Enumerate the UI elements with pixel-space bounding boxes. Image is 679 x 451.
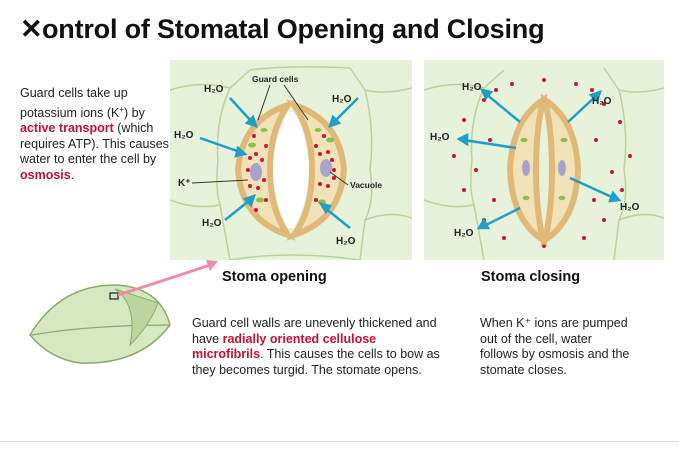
chloroplasts-opening: [248, 128, 334, 205]
chloroplasts-closing: [520, 137, 568, 201]
vacuole-right-closed: [558, 160, 566, 176]
leaf-fold: [114, 288, 159, 347]
pink-pointer-arrow: [117, 263, 211, 297]
vacuole-left: [250, 163, 262, 181]
guard-cells-pointer-right: [283, 84, 309, 121]
pink-arrow-head: [206, 260, 218, 271]
opening-para-highlight: radially oriented cellulose microfibrils: [192, 331, 377, 362]
guard-cells-label: Guard cells: [252, 74, 299, 84]
stomatal-pore: [273, 112, 309, 228]
leaf-midrib: [31, 324, 171, 336]
stoma-closing-diagram: H₂O H₂O H₂O H₂O H₂O: [424, 60, 664, 260]
potassium-label: K⁺: [178, 178, 191, 189]
opening-description: Guard cell walls are unevenly thickened …: [192, 316, 442, 378]
close-icon: ✕: [20, 14, 43, 44]
bottom-divider: [0, 441, 679, 442]
left-description: Guard cells take up potassium ions (K+) …: [20, 86, 170, 183]
closing-panel-background: [424, 60, 664, 260]
epidermal-cell-outlines: [170, 66, 412, 260]
potassium-pointer: [191, 179, 249, 184]
stoma-opening-caption: Stoma opening: [222, 269, 327, 285]
opening-para-part1: Guard cell walls are unevenly thickened …: [192, 316, 437, 346]
water-label-3: H₂O: [174, 130, 194, 141]
left-text-highlight-osmosis: osmosis: [20, 167, 71, 182]
water-label-5: H₂O: [336, 236, 356, 247]
closing-water-label-3: H₂O: [430, 132, 450, 143]
title-text: ontrol of Stomatal Opening and Closing: [42, 14, 545, 44]
vacuole-left-closed: [522, 160, 530, 176]
left-text-part2: ) by: [124, 105, 145, 120]
water-label-1: H₂O: [204, 84, 224, 95]
vacuole-pointer: [329, 171, 349, 186]
water-outflow-arrows: [456, 88, 622, 230]
closing-cell-outlines: [424, 67, 664, 260]
left-text-part3: (which requires ATP). This causes water …: [20, 121, 169, 167]
vacuole-label: Vacuole: [350, 180, 382, 190]
closing-description: When K⁺ ions are pumped out of the cell,…: [480, 316, 630, 377]
stoma-closing-caption: Stoma closing: [481, 269, 581, 285]
left-text-part1: Guard cells take up potassium ions (K: [20, 86, 128, 120]
left-text-highlight-active-transport: active transport: [20, 121, 114, 136]
closing-water-label-2: H₂O: [592, 96, 612, 107]
closing-water-label-4: H₂O: [620, 202, 640, 213]
guard-cells-pointer-left: [257, 84, 271, 121]
guard-cell-right: [286, 99, 348, 241]
potassium-ions-opening: [246, 134, 336, 212]
opening-para-part2: . This causes the cells to bow as they b…: [192, 347, 440, 377]
leaf-sample-box: [109, 292, 119, 300]
water-inflow-arrows: [199, 97, 359, 229]
leaf-illustration: [29, 260, 218, 364]
closing-water-label-5: H₂O: [454, 228, 474, 239]
leaf-blade: [29, 284, 171, 364]
water-label-4: H₂O: [202, 218, 222, 229]
page-title: ✕ontrol of Stomatal Opening and Closing: [20, 14, 545, 45]
water-label-2: H₂O: [332, 94, 352, 105]
left-text-end: .: [70, 167, 75, 182]
left-text-sup: +: [119, 104, 125, 114]
stoma-opening-diagram: H₂O H₂O H₂O H₂O H₂O K⁺ Guard cells Vacuo…: [170, 60, 412, 260]
closing-water-label-1: H₂O: [462, 82, 482, 93]
vacuole-right: [320, 159, 332, 177]
